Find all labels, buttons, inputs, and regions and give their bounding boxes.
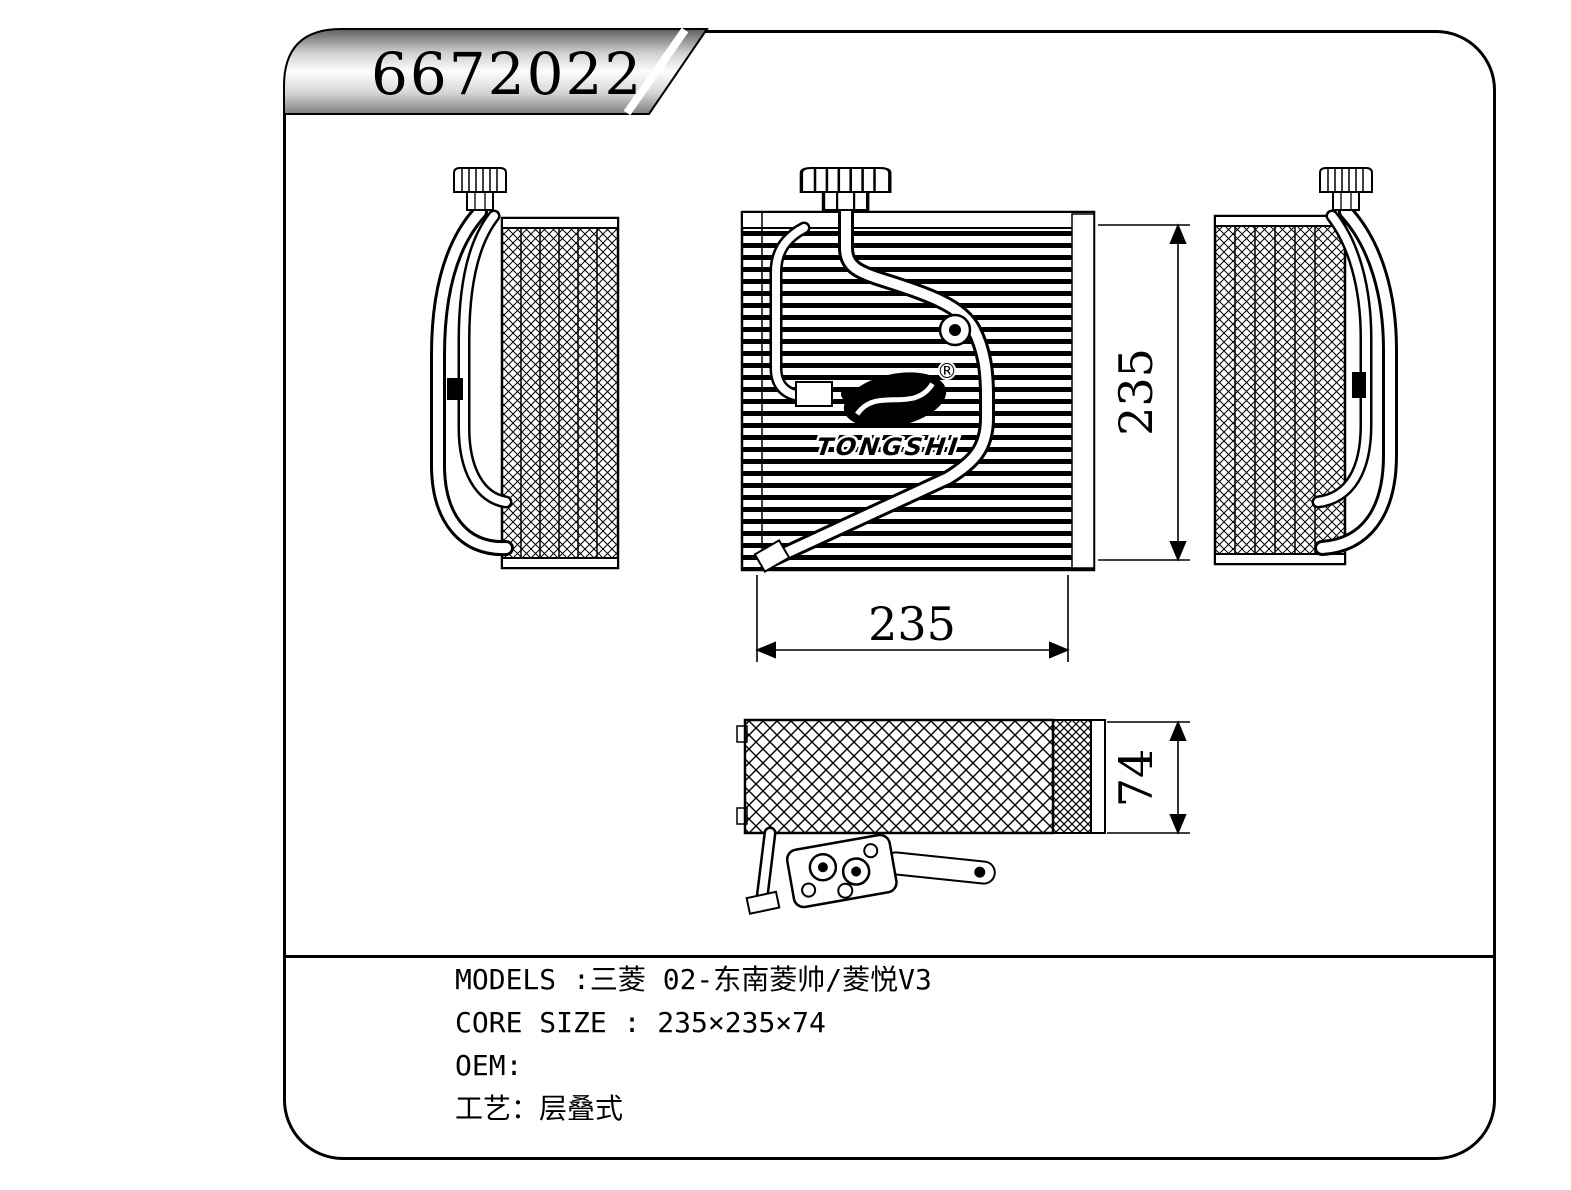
brand-logo: ® TONGSHI (812, 357, 965, 463)
dimension-width-label: 235 (868, 597, 956, 651)
info-separator-line (286, 955, 1493, 958)
spec-core-size-label: CORE SIZE : (455, 1006, 658, 1039)
evaporator-top-view (736, 718, 1106, 915)
mounting-bracket (447, 378, 463, 400)
brand-text: TONGSHI (815, 433, 963, 461)
dimension-core-width: 235 (755, 575, 1070, 662)
pipe-end-fitting (753, 538, 791, 574)
right-view-pipes (1311, 204, 1398, 556)
banner-shape (283, 28, 709, 115)
front-view-pipes (753, 200, 995, 574)
left-view-pipes (430, 204, 514, 557)
dimension-core-depth: 74 (1107, 720, 1190, 835)
valve-body (785, 833, 898, 909)
pipe-clip (1352, 372, 1366, 398)
spec-process: 工艺：层叠式 (455, 1087, 932, 1130)
spec-core-size: CORE SIZE : 235×235×74 (455, 1001, 932, 1044)
evaporator-left-view (430, 167, 620, 570)
spec-info-block: MODELS :三菱 02-东南菱帅/菱悦V3 CORE SIZE : 235×… (455, 958, 932, 1130)
spec-process-label: 工艺： (455, 1092, 540, 1125)
banner-highlight-stripe (623, 28, 689, 116)
pipe-fitting-left (453, 167, 507, 211)
spec-models-label: MODELS : (455, 963, 590, 996)
spec-process-value: 层叠式 (539, 1092, 624, 1125)
dimension-core-height: 235 (1098, 223, 1190, 562)
registered-mark: ® (937, 359, 957, 383)
spec-core-size-value: 235×235×74 (657, 1006, 826, 1039)
pipe-flange (795, 381, 833, 407)
expansion-valve-assembly (745, 826, 996, 915)
spec-oem-label: OEM: (455, 1049, 523, 1082)
part-number: 6672022 (371, 40, 643, 108)
spec-models: MODELS :三菱 02-东南菱帅/菱悦V3 (455, 958, 932, 1001)
dimension-height-label: 235 (1109, 348, 1163, 436)
evaporator-right-view (1213, 167, 1398, 566)
dimension-depth-label: 74 (1109, 749, 1163, 808)
service-port-bolt (949, 324, 961, 336)
evaporator-front-view: ® TONGSHI (740, 166, 1096, 574)
pipe-fitting-right (1319, 167, 1373, 211)
valve-handle (884, 851, 996, 885)
spec-oem: OEM: (455, 1044, 932, 1087)
pipe-fitting-front (799, 166, 892, 212)
spec-models-value: 三菱 02-东南菱帅/菱悦V3 (589, 963, 932, 996)
part-number-banner: 6672022 (283, 28, 709, 116)
